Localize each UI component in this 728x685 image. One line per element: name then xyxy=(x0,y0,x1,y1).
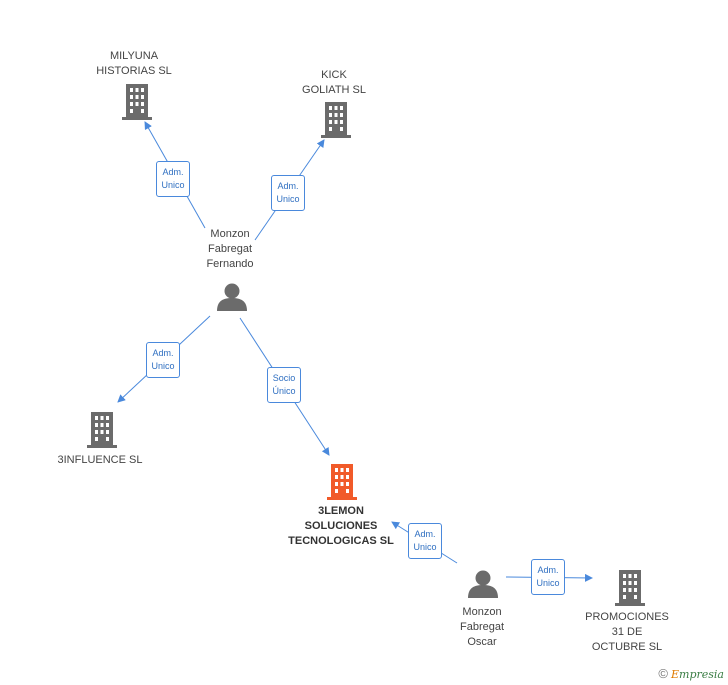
node-label-oscar[interactable]: Monzon Fabregat Oscar xyxy=(459,606,505,648)
edge-label-oscar-lemon: Adm. Unico xyxy=(408,523,442,559)
person-icon[interactable] xyxy=(217,283,247,316)
node-label-lemon[interactable]: 3LEMON SOLUCIONES TECNOLOGICAS SL xyxy=(288,505,394,547)
edge-label-fernando-milyuna: Adm. Unico xyxy=(156,161,190,197)
node-label-promociones[interactable]: PROMOCIONES 31 DE OCTUBRE SL xyxy=(585,611,669,653)
brand-logo-rest: mpresia xyxy=(679,668,724,681)
building-icon[interactable] xyxy=(87,412,117,453)
copyright-symbol: © xyxy=(658,666,668,681)
edge-label-fernando-kick: Adm. Unico xyxy=(271,175,305,211)
building-icon[interactable] xyxy=(122,84,152,125)
node-label-influence[interactable]: 3INFLUENCE SL xyxy=(57,454,143,466)
building-icon[interactable] xyxy=(321,102,351,143)
edge-label-oscar-promociones: Adm. Unico xyxy=(531,559,565,595)
node-label-fernando[interactable]: Monzon Fabregat Fernando xyxy=(206,228,254,270)
node-label-kick[interactable]: KICK GOLIATH SL xyxy=(302,69,366,96)
edge-label-fernando-influence: Adm. Unico xyxy=(146,342,180,378)
building-icon-highlighted[interactable] xyxy=(327,464,357,505)
brand-logo[interactable]: Empresia xyxy=(671,668,724,681)
edge-label-fernando-lemon: Socio Único xyxy=(267,367,301,403)
node-label-milyuna[interactable]: MILYUNA HISTORIAS SL xyxy=(96,50,172,77)
footer-brand: ©Empresia xyxy=(658,666,724,681)
brand-logo-initial: E xyxy=(671,668,680,681)
building-icon[interactable] xyxy=(615,570,645,611)
person-icon[interactable] xyxy=(468,570,498,603)
